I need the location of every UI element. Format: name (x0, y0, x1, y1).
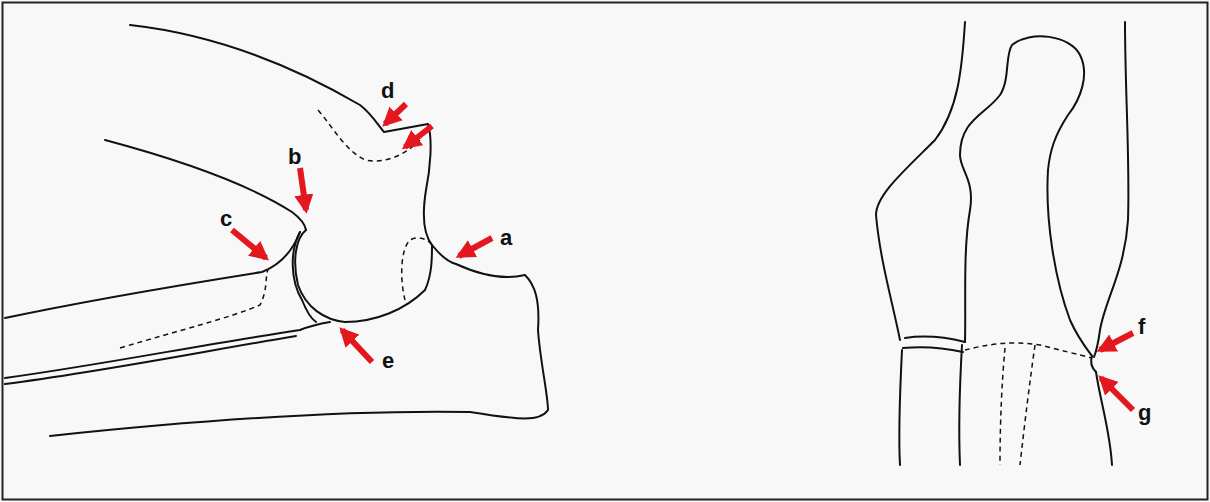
callout-letter: f (1138, 316, 1145, 338)
callout-letter: c (220, 208, 232, 230)
callout-letter: e (382, 350, 394, 372)
callout-letter: g (1138, 402, 1151, 424)
callout-letter: d (381, 80, 394, 102)
callout-letter: a (500, 227, 512, 249)
callout-letter: b (288, 146, 301, 168)
